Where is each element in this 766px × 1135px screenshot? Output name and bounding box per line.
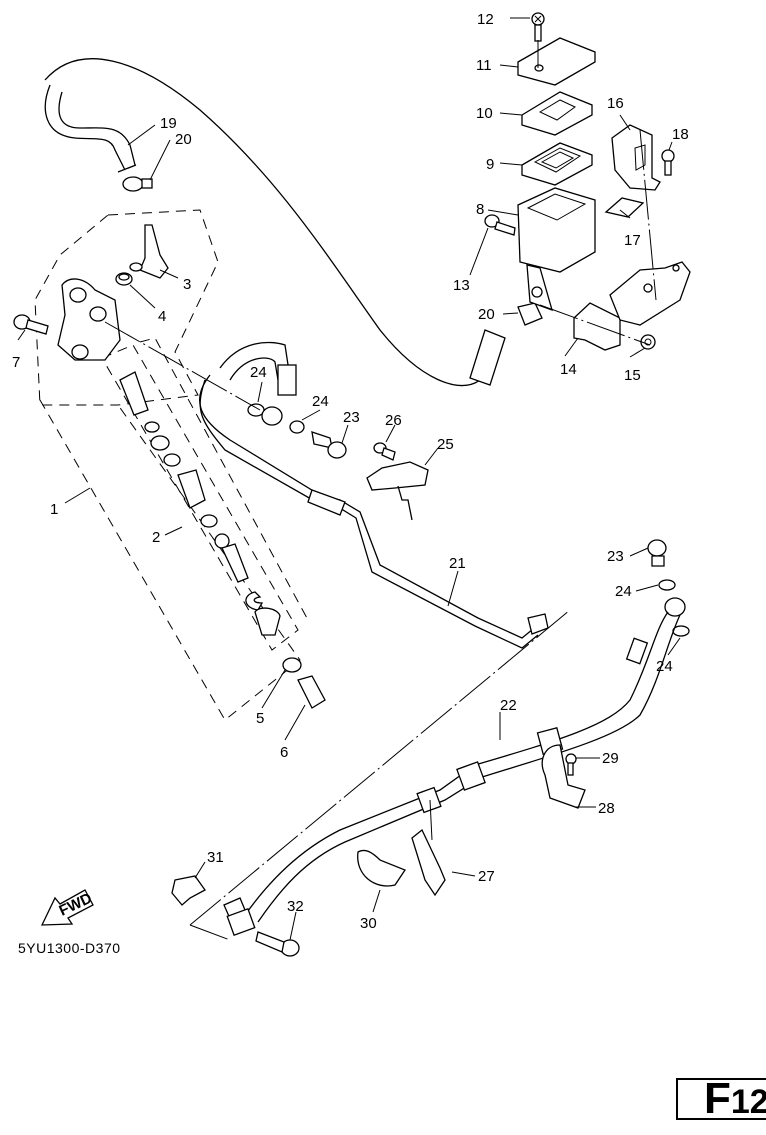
figure-label: F12 — [676, 1077, 766, 1121]
bracket — [609, 261, 691, 326]
callout-28: 28 — [598, 800, 615, 817]
callout-5: 5 — [256, 710, 264, 727]
fwd-arrow-icon: FWD — [40, 889, 95, 926]
master-cylinder-body — [57, 278, 121, 361]
clip-31 — [171, 875, 206, 906]
callout-20-right: 20 — [478, 306, 495, 323]
callout-20-top: 20 — [175, 131, 192, 148]
callout-17: 17 — [624, 232, 641, 249]
callout-8: 8 — [476, 201, 484, 218]
callout-18: 18 — [672, 126, 689, 143]
callout-24-c: 24 — [615, 583, 632, 600]
callout-16: 16 — [607, 95, 624, 112]
center-lines — [104, 40, 657, 941]
bolt-26 — [373, 442, 396, 461]
hose-clip-20-right — [517, 302, 543, 326]
callout-labels: 12 11 10 9 8 13 20 14 15 16 17 18 19 20 … — [12, 11, 689, 932]
fwd-arrow-text: FWD — [57, 890, 95, 920]
leader-lines — [17, 17, 681, 941]
screw-18 — [661, 149, 675, 176]
callout-21: 21 — [449, 555, 466, 572]
bolt-32 — [255, 931, 300, 957]
nut-5 — [282, 657, 302, 673]
callout-1: 1 — [50, 501, 58, 518]
piston-kit-parts — [119, 371, 281, 636]
union-bolt-23-right — [647, 539, 690, 637]
callout-3: 3 — [183, 276, 191, 293]
screw-29 — [565, 753, 577, 776]
holder-14 — [573, 302, 621, 351]
callout-7: 7 — [12, 354, 20, 371]
callout-2: 2 — [152, 529, 160, 546]
joint-6 — [297, 675, 326, 709]
reservoir-tank-8 — [517, 187, 596, 312]
bolt-7 — [13, 314, 49, 335]
callout-14: 14 — [560, 361, 577, 378]
drawing-code: 5YU1300-D370 — [18, 940, 121, 956]
banjo-fitting-top — [247, 403, 347, 459]
figure-letter: F — [704, 1074, 731, 1123]
brake-hose-21 — [199, 341, 549, 649]
callout-4: 4 — [158, 308, 166, 325]
hose-holder-25 — [366, 461, 429, 521]
screw-12 — [531, 12, 545, 42]
callout-24-d: 24 — [656, 658, 673, 675]
plate-10 — [521, 91, 593, 136]
callout-13: 13 — [453, 277, 470, 294]
figure-number: 12 — [730, 1083, 766, 1121]
callout-12: 12 — [477, 11, 494, 28]
callout-15: 15 — [624, 367, 641, 384]
callout-31: 31 — [207, 849, 224, 866]
diaphragm-9 — [521, 142, 593, 186]
holder-28 — [541, 744, 586, 809]
clamp-30 — [357, 849, 406, 887]
damper-17 — [604, 197, 645, 218]
callout-29: 29 — [602, 750, 619, 767]
grommet-4 — [115, 272, 133, 286]
callout-24-b: 24 — [312, 393, 329, 410]
brake-hose-22 — [223, 611, 681, 936]
reservoir-cap-11 — [517, 37, 596, 86]
callout-24-a: 24 — [250, 364, 267, 381]
reservoir-hose-19 — [44, 58, 506, 387]
callout-6: 6 — [280, 744, 288, 761]
piston-kit-boundary-2 — [101, 337, 309, 651]
callout-22: 22 — [500, 697, 517, 714]
callout-23-right: 23 — [607, 548, 624, 565]
callout-23-top: 23 — [343, 409, 360, 426]
callout-10: 10 — [476, 105, 493, 122]
hose-joint-3 — [129, 224, 169, 279]
callout-19: 19 — [160, 115, 177, 132]
clamp-27 — [411, 828, 446, 897]
hose-clip-20-top — [122, 176, 153, 192]
callout-25: 25 — [437, 436, 454, 453]
callout-32: 32 — [287, 898, 304, 915]
cover-16 — [611, 124, 661, 191]
callout-26: 26 — [385, 412, 402, 429]
bolt-13 — [484, 214, 516, 236]
callout-9: 9 — [486, 156, 494, 173]
callout-11: 11 — [476, 57, 492, 74]
callout-27: 27 — [478, 868, 495, 885]
assembly-boundary-1 — [34, 209, 301, 721]
callout-30: 30 — [360, 915, 377, 932]
